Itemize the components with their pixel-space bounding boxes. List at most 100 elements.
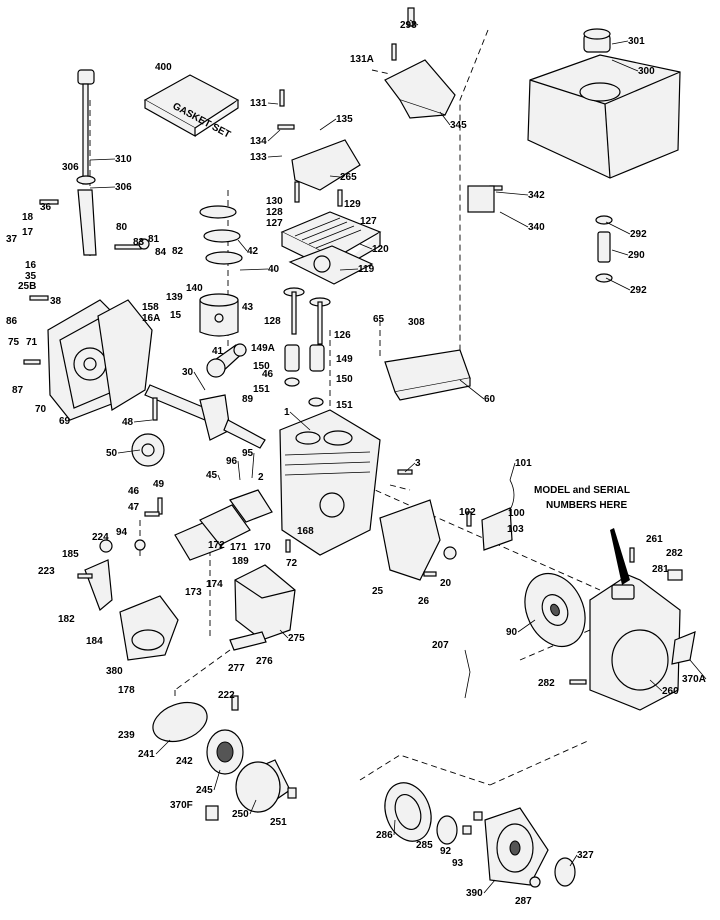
fasteners: [23, 7, 683, 888]
part-label-43: 43: [242, 302, 254, 313]
part-label-100: 100: [508, 508, 525, 519]
leader-line: [495, 191, 529, 196]
part-label-70: 70: [35, 404, 47, 415]
part-label-275: 275: [288, 633, 305, 644]
valve-springs: [284, 344, 325, 407]
air-shroud: [379, 499, 441, 581]
part-label-139: 139: [166, 292, 183, 303]
air-cleaner-base: [152, 701, 208, 743]
part-label-298: 298: [400, 20, 417, 31]
part-label-345: 345: [450, 120, 467, 131]
part-label-282a: 282: [666, 548, 683, 559]
part-label-151a: 151: [253, 384, 270, 395]
starter-cup: [384, 782, 432, 842]
part-label-71: 71: [26, 337, 38, 348]
fuel-cap: [583, 28, 611, 53]
part-label-129: 129: [344, 199, 361, 210]
leader-line: [319, 118, 337, 131]
part-label-81: 81: [148, 234, 160, 245]
part-label-380: 380: [106, 666, 123, 677]
leader-line: [267, 129, 281, 142]
heat-shield: [384, 349, 471, 401]
part-label-207: 207: [432, 640, 449, 651]
part-label-131A: 131A: [350, 54, 374, 65]
leader-line: [359, 243, 373, 250]
part-label-276: 276: [256, 656, 273, 667]
part-label-3: 3: [415, 458, 421, 469]
part-label-48: 48: [122, 417, 134, 428]
part-label-16A: 16A: [142, 313, 160, 324]
part-label-46a: 46: [262, 369, 274, 380]
part-label-41: 41: [212, 346, 224, 357]
part-label-306b: 306: [115, 182, 132, 193]
throttle-linkage: [84, 539, 113, 612]
part-label-18: 18: [22, 212, 34, 223]
starter-pulley: [436, 815, 458, 845]
part-label-20: 20: [440, 578, 452, 589]
part-label-102: 102: [459, 507, 476, 518]
part-label-86: 86: [6, 316, 18, 327]
part-label-94: 94: [116, 527, 128, 538]
part-label-182: 182: [58, 614, 75, 625]
part-label-342: 342: [528, 190, 545, 201]
part-label-245: 245: [196, 785, 213, 796]
part-label-224: 224: [92, 532, 109, 543]
part-label-50: 50: [106, 448, 118, 459]
part-label-45: 45: [206, 470, 218, 481]
part-label-151b: 151: [336, 400, 353, 411]
part-label-292b: 292: [630, 285, 647, 296]
part-label-72: 72: [286, 558, 298, 569]
part-label-281: 281: [652, 564, 669, 575]
part-label-292a: 292: [630, 229, 647, 240]
part-label-287: 287: [515, 896, 532, 907]
part-label-35: 35: [25, 271, 37, 282]
part-label-370F: 370F: [170, 800, 193, 811]
part-label-185: 185: [62, 549, 79, 560]
muffler-bracket: [229, 631, 267, 651]
part-label-60: 60: [484, 394, 496, 405]
part-label-140: 140: [186, 283, 203, 294]
part-label-83: 83: [133, 237, 145, 248]
flywheel: [524, 572, 586, 648]
part-label-36: 36: [40, 202, 52, 213]
air-filter-element: [206, 729, 244, 775]
part-label-84: 84: [155, 247, 167, 258]
part-label-103: 103: [507, 524, 524, 535]
leader-line: [509, 462, 516, 481]
part-label-93: 93: [452, 858, 464, 869]
part-label-69: 69: [59, 416, 71, 427]
leader-line: [611, 249, 629, 256]
part-label-150b: 150: [336, 374, 353, 385]
part-label-222: 222: [218, 690, 235, 701]
crankshaft: [144, 384, 266, 449]
leader-line: [404, 462, 416, 473]
part-label-134: 134: [250, 136, 267, 147]
gasket-set-box: GASKET SET: [143, 74, 240, 141]
head-gasket: [288, 245, 374, 285]
leader-line: [605, 277, 631, 291]
part-label-340: 340: [528, 222, 545, 233]
part-label-400: 400: [155, 62, 172, 73]
model-serial-line1: MODEL and SERIAL: [534, 485, 630, 496]
part-label-127b: 127: [360, 216, 377, 227]
valves: [283, 287, 331, 345]
part-label-178: 178: [118, 685, 135, 696]
tank-bracket: [384, 59, 456, 119]
part-label-223: 223: [38, 566, 55, 577]
leader-line: [237, 460, 241, 481]
leader-line: [133, 419, 153, 423]
part-label-130: 130: [266, 196, 283, 207]
leader-line: [249, 799, 257, 815]
part-label-25B: 25B: [18, 281, 36, 292]
part-label-390: 390: [466, 888, 483, 899]
part-label-101: 101: [515, 458, 532, 469]
part-label-131: 131: [250, 98, 267, 109]
leader-line: [217, 474, 221, 481]
part-label-261: 261: [646, 534, 663, 545]
cover-gasket: [97, 299, 153, 411]
part-label-30: 30: [182, 367, 194, 378]
leader-line: [393, 819, 396, 836]
part-label-90: 90: [506, 627, 518, 638]
leader-line: [89, 186, 116, 189]
